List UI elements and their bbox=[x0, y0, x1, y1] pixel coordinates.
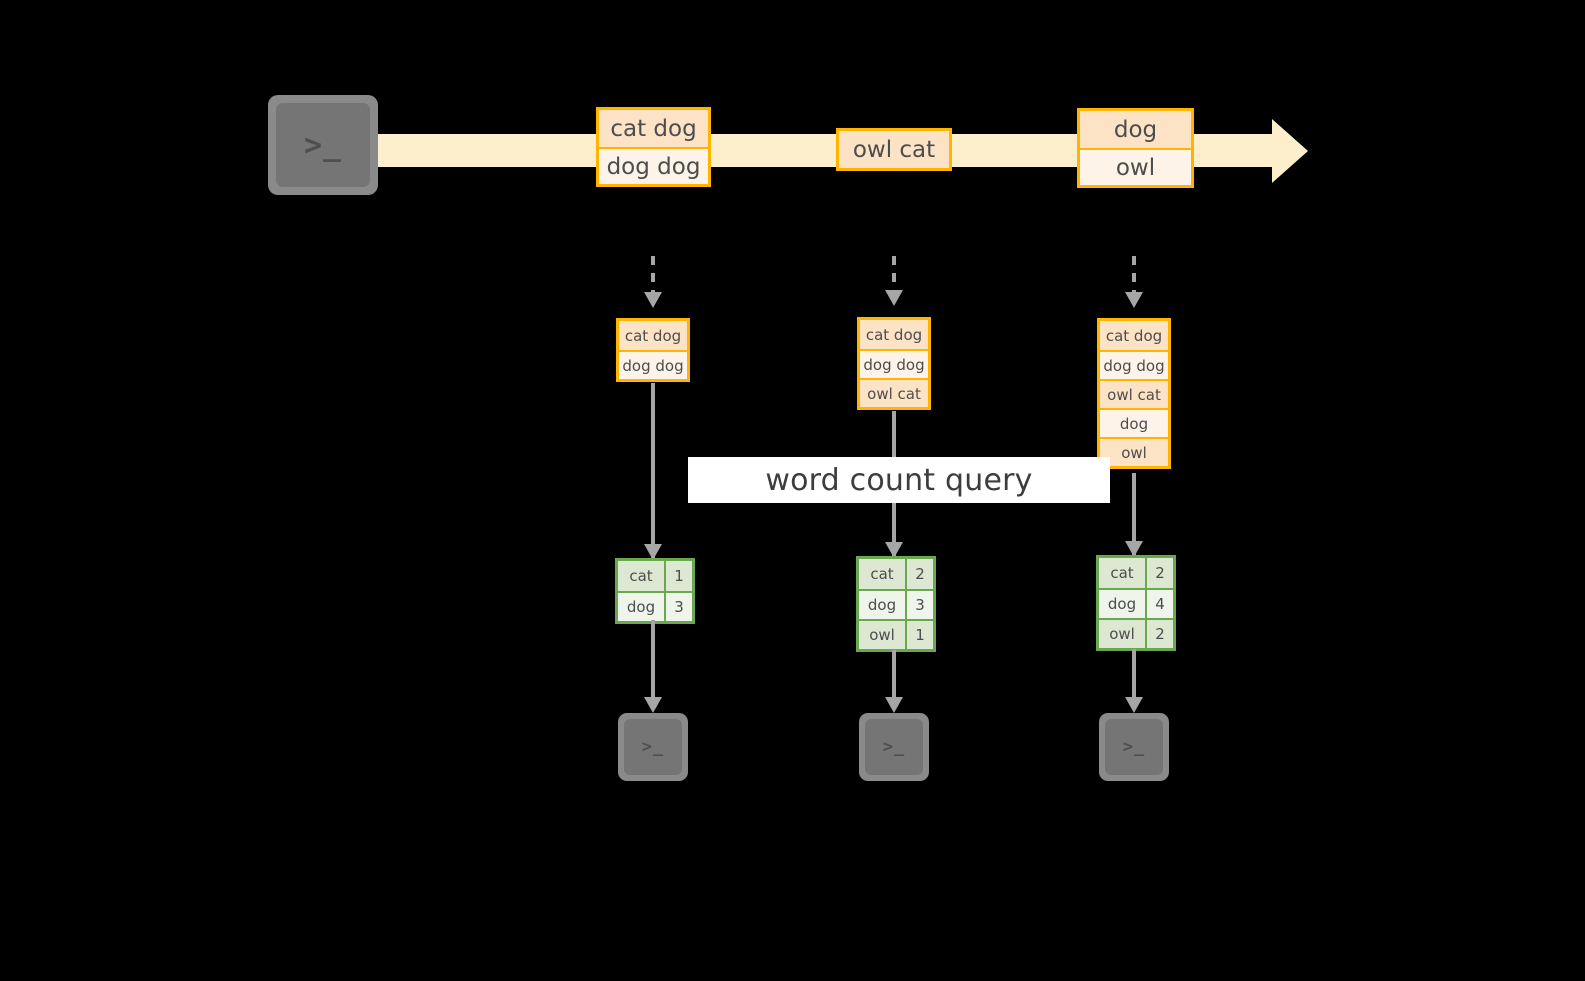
terminal-prompt-glyph: >_ bbox=[641, 737, 665, 757]
sink-connector-1 bbox=[651, 620, 655, 702]
sink-terminal-icon-3[interactable]: >_ bbox=[1099, 713, 1169, 781]
stream-record-1: cat dog dog dog bbox=[596, 107, 711, 187]
table-row: cat 1 bbox=[618, 561, 692, 591]
stream-arrow-head bbox=[1272, 118, 1308, 183]
stream-record-line: dog bbox=[1080, 111, 1191, 148]
result-word: owl bbox=[1099, 620, 1145, 648]
table-row: owl 2 bbox=[1099, 618, 1173, 648]
result-count: 3 bbox=[664, 593, 692, 621]
snapshot-connector-arrowhead-3 bbox=[1125, 292, 1143, 308]
snapshot-input-line: owl cat bbox=[1100, 379, 1168, 408]
stream-record-line: cat dog bbox=[599, 110, 708, 147]
query-label-text: word count query bbox=[765, 462, 1033, 498]
result-table-1: cat 1 dog 3 bbox=[615, 558, 695, 624]
table-row: dog 4 bbox=[1099, 588, 1173, 618]
result-table-2: cat 2 dog 3 owl 1 bbox=[856, 556, 936, 652]
snapshot-input-1: cat dog dog dog bbox=[616, 318, 690, 382]
snapshot-input-line: owl bbox=[1100, 437, 1168, 466]
snapshot-input-line: owl cat bbox=[860, 378, 928, 407]
snapshot-input-line: cat dog bbox=[860, 320, 928, 349]
snapshot-connector-dashed-3 bbox=[1132, 256, 1136, 294]
result-count: 1 bbox=[905, 621, 933, 649]
query-connector-arrowhead-1 bbox=[644, 544, 662, 560]
query-connector-1 bbox=[651, 383, 655, 559]
result-count: 4 bbox=[1145, 590, 1173, 618]
result-count: 2 bbox=[1145, 558, 1173, 588]
sink-connector-arrowhead-1 bbox=[644, 697, 662, 713]
result-count: 2 bbox=[1145, 620, 1173, 648]
table-row: dog 3 bbox=[859, 589, 933, 619]
query-connector-3 bbox=[1132, 473, 1136, 557]
table-row: cat 2 bbox=[1099, 558, 1173, 588]
snapshot-input-2: cat dog dog dog owl cat bbox=[857, 317, 931, 410]
result-word: cat bbox=[618, 561, 664, 591]
stream-record-line: owl bbox=[1080, 148, 1191, 185]
stream-record-line: owl cat bbox=[839, 131, 949, 168]
stream-record-2: owl cat bbox=[836, 128, 952, 171]
source-terminal-icon[interactable]: >_ bbox=[268, 95, 378, 195]
result-table-3: cat 2 dog 4 owl 2 bbox=[1096, 555, 1176, 651]
sink-terminal-icon-1[interactable]: >_ bbox=[618, 713, 688, 781]
terminal-screen bbox=[624, 719, 682, 775]
result-word: owl bbox=[859, 621, 905, 649]
result-count: 1 bbox=[664, 561, 692, 591]
result-word: dog bbox=[1099, 590, 1145, 618]
sink-terminal-icon-2[interactable]: >_ bbox=[859, 713, 929, 781]
snapshot-input-3: cat dog dog dog owl cat dog owl bbox=[1097, 318, 1171, 469]
result-word: cat bbox=[1099, 558, 1145, 588]
terminal-prompt-glyph: >_ bbox=[303, 127, 343, 163]
stream-record-line: dog dog bbox=[599, 147, 708, 184]
terminal-screen bbox=[276, 103, 370, 187]
terminal-prompt-glyph: >_ bbox=[882, 737, 906, 757]
sink-connector-arrowhead-2 bbox=[885, 697, 903, 713]
sink-connector-3 bbox=[1132, 649, 1136, 702]
table-row: owl 1 bbox=[859, 619, 933, 649]
terminal-screen bbox=[1105, 719, 1163, 775]
sink-connector-arrowhead-3 bbox=[1125, 697, 1143, 713]
snapshot-connector-arrowhead-2 bbox=[885, 290, 903, 306]
sink-connector-2 bbox=[892, 650, 896, 702]
query-label-band: word count query bbox=[688, 457, 1110, 503]
terminal-prompt-glyph: >_ bbox=[1122, 737, 1146, 757]
snapshot-input-line: dog dog bbox=[619, 350, 687, 379]
result-count: 3 bbox=[905, 591, 933, 619]
snapshot-input-line: cat dog bbox=[1100, 321, 1168, 350]
result-word: cat bbox=[859, 559, 905, 589]
snapshot-connector-dashed-2 bbox=[892, 256, 896, 294]
snapshot-input-line: dog dog bbox=[1100, 350, 1168, 379]
result-word: dog bbox=[859, 591, 905, 619]
snapshot-input-line: dog bbox=[1100, 408, 1168, 437]
table-row: cat 2 bbox=[859, 559, 933, 589]
snapshot-input-line: cat dog bbox=[619, 321, 687, 350]
result-word: dog bbox=[618, 593, 664, 621]
snapshot-connector-dashed-1 bbox=[651, 256, 655, 294]
table-row: dog 3 bbox=[618, 591, 692, 621]
query-connector-arrowhead-2 bbox=[885, 542, 903, 558]
query-connector-arrowhead-3 bbox=[1125, 541, 1143, 557]
snapshot-input-line: dog dog bbox=[860, 349, 928, 378]
stream-record-3: dog owl bbox=[1077, 108, 1194, 188]
snapshot-connector-arrowhead-1 bbox=[644, 292, 662, 308]
result-count: 2 bbox=[905, 559, 933, 589]
terminal-screen bbox=[865, 719, 923, 775]
